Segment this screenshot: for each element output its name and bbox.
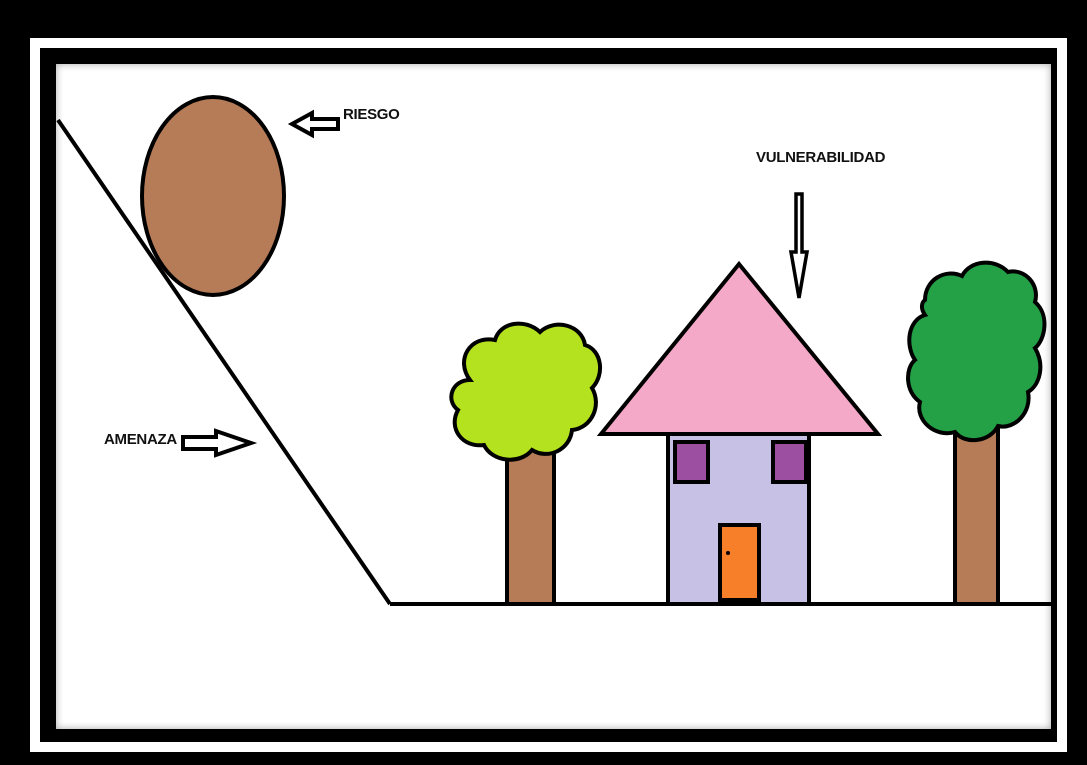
left-tree	[449, 321, 602, 606]
vulnerabilidad-label: VULNERABILIDAD	[756, 149, 886, 166]
riesgo-label: RIESGO	[343, 106, 400, 123]
amenaza-arrow-icon	[181, 428, 258, 458]
right-tree	[906, 260, 1047, 606]
boulder	[140, 95, 286, 297]
vulnerabilidad-arrow-icon	[788, 192, 810, 299]
amenaza-label: AMENAZA	[104, 431, 177, 448]
right-tree-trunk	[953, 418, 1000, 606]
house-window-left	[673, 440, 710, 484]
slope-line	[56, 118, 392, 606]
door-knob	[726, 551, 730, 555]
riesgo-arrow-icon	[287, 109, 340, 139]
house	[596, 260, 883, 606]
left-tree-trunk	[505, 438, 556, 606]
house-door	[718, 523, 761, 602]
left-tree-crown	[449, 321, 602, 462]
house-window-right	[771, 440, 808, 484]
right-tree-crown	[906, 260, 1047, 443]
house-roof	[596, 260, 883, 436]
